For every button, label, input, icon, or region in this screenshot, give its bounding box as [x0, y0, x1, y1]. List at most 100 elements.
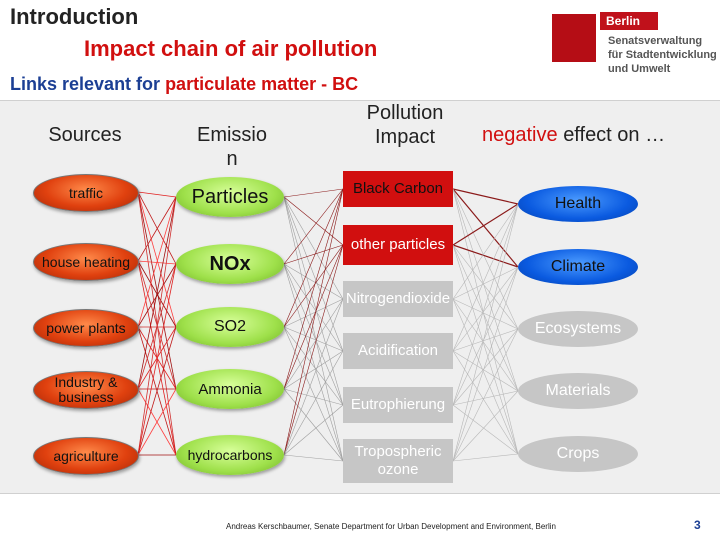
- link-line: [452, 188, 519, 205]
- link-line: [137, 388, 177, 456]
- link-line: [283, 263, 344, 462]
- link-line: [452, 328, 519, 352]
- subtitle-part2: particulate matter - BC: [165, 74, 359, 94]
- link-line: [452, 188, 519, 268]
- link-line: [283, 188, 344, 456]
- link-line: [452, 203, 519, 246]
- link-line: [283, 188, 344, 265]
- link-line: [283, 196, 344, 462]
- emission-so2: SO2: [176, 307, 284, 347]
- header-negative-word: negative: [482, 124, 558, 146]
- link-line: [283, 244, 344, 456]
- link-line: [283, 388, 344, 462]
- link-line: [283, 188, 344, 198]
- link-line: [137, 326, 177, 456]
- header-sources: Sources: [48, 124, 122, 146]
- link-line: [452, 188, 519, 455]
- header-emission: Emissio n: [172, 123, 292, 171]
- emission-particles: Particles: [176, 177, 284, 217]
- title-impact-chain: Impact chain of air pollution: [84, 36, 378, 61]
- link-line: [283, 263, 344, 406]
- link-line: [283, 196, 344, 406]
- link-line: [452, 453, 519, 462]
- emission-hydrocarbons: hydrocarbons: [176, 435, 284, 475]
- link-line: [137, 196, 177, 262]
- link-line: [452, 244, 519, 268]
- link-line: [452, 350, 519, 455]
- header-impact-line1: Pollution: [366, 102, 444, 124]
- header-emission-line2: n: [226, 148, 238, 170]
- link-line: [283, 350, 344, 456]
- link-line: [137, 196, 177, 456]
- source-industry: Industry & business: [33, 371, 139, 409]
- link-line: [452, 244, 519, 392]
- emission-ammonia: Ammonia: [176, 369, 284, 409]
- source-house-heating: house heating: [33, 243, 139, 281]
- page-number: 3: [694, 518, 701, 532]
- link-line: [452, 188, 519, 392]
- link-line: [283, 298, 344, 328]
- link-line: [283, 326, 344, 462]
- link-line: [283, 244, 344, 390]
- footer-credit: Andreas Kerschbaumer, Senate Department …: [226, 522, 556, 531]
- impact-nitrogendioxide: Nitrogendioxide: [343, 281, 453, 317]
- link-line: [283, 244, 344, 265]
- effect-health: Health: [518, 186, 638, 222]
- effect-ecosystems: Ecosystems: [518, 311, 638, 347]
- source-traffic: traffic: [33, 174, 139, 212]
- link-line: [452, 298, 519, 455]
- impact-eutrophierung: Eutrophierung: [343, 387, 453, 423]
- header-negative-rest: effect on …: [563, 124, 666, 146]
- link-line: [452, 188, 519, 330]
- link-line: [283, 454, 344, 462]
- logo-dept-line1: Senatsverwaltung: [608, 35, 703, 47]
- link-line: [452, 350, 519, 392]
- link-line: [137, 263, 177, 328]
- impact-black-carbon: Black Carbon: [343, 171, 453, 207]
- link-line: [283, 388, 344, 406]
- link-line: [283, 298, 344, 390]
- link-line: [283, 244, 344, 328]
- berlin-logo: Berlin Senatsverwaltung für Stadtentwick…: [550, 8, 720, 84]
- effect-crops: Crops: [518, 436, 638, 472]
- connection-lines: [137, 188, 519, 462]
- link-line: [283, 404, 344, 456]
- header-impact-line2: Impact: [374, 126, 436, 148]
- link-line: [452, 266, 519, 462]
- link-line: [452, 298, 519, 330]
- link-line: [452, 203, 519, 406]
- link-line: [283, 263, 344, 300]
- effect-climate: Climate: [518, 249, 638, 285]
- link-line: [283, 298, 344, 456]
- link-line: [137, 191, 177, 198]
- effect-materials: Materials: [518, 373, 638, 409]
- link-line: [452, 203, 519, 462]
- link-line: [283, 263, 344, 352]
- logo-bear-icon: [550, 8, 600, 84]
- link-line: [137, 196, 177, 328]
- link-line: [137, 263, 177, 456]
- link-line: [283, 196, 344, 300]
- link-line: [452, 244, 519, 455]
- link-line: [283, 188, 344, 390]
- logo-department: Senatsverwaltung für Stadtentwicklung un…: [608, 34, 717, 76]
- header-emission-line1: Emissio: [196, 124, 267, 146]
- link-line: [452, 390, 519, 406]
- impact-acidification: Acidification: [343, 333, 453, 369]
- logo-city: Berlin: [600, 12, 658, 30]
- link-line: [452, 328, 519, 406]
- link-line: [283, 326, 344, 406]
- link-line: [137, 191, 177, 390]
- impact-tropospheric-ozone: Tropospheric ozone: [343, 439, 453, 483]
- subtitle: Links relevant for particulate matter - …: [10, 74, 358, 95]
- diagram-panel: Sources Emissio n Pollution Impact negat…: [0, 100, 720, 494]
- link-line: [452, 244, 519, 330]
- link-line: [137, 191, 177, 265]
- logo-dept-line3: und Umwelt: [608, 63, 671, 75]
- link-line: [137, 196, 177, 390]
- link-line: [452, 266, 519, 352]
- link-line: [452, 404, 519, 455]
- link-line: [452, 266, 519, 406]
- link-line: [283, 196, 344, 246]
- source-power-plants: power plants: [33, 309, 139, 347]
